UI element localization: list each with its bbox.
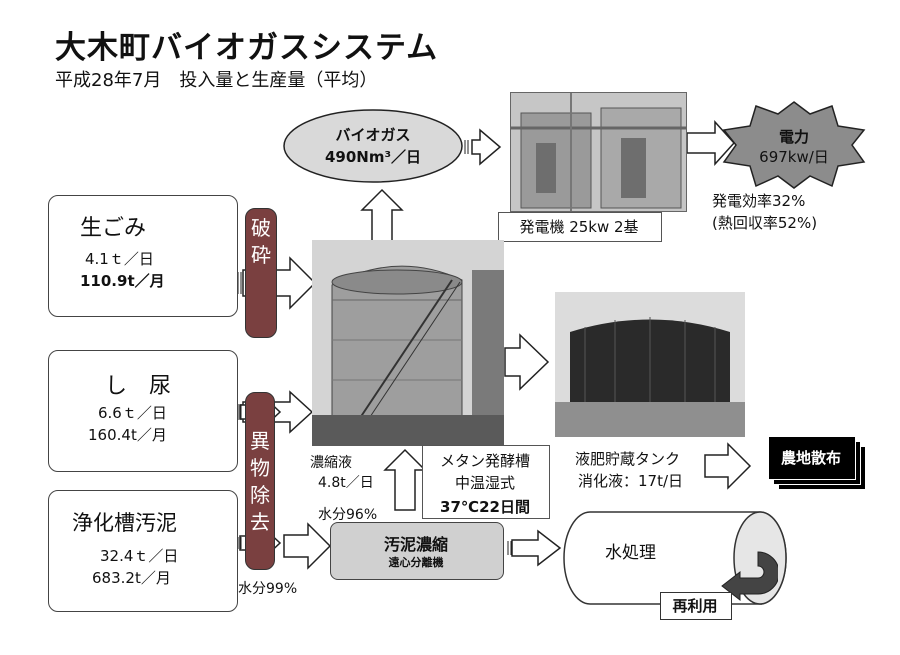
arrow-storage-to-farm [704, 442, 752, 490]
concentrate-label: 濃縮液 [310, 455, 352, 471]
water99-label: 水分99% [238, 581, 298, 597]
fermenter-line1: メタン発酵槽 [439, 452, 530, 470]
biogas-node [283, 109, 463, 183]
power-efficiency: 発電効率32% [712, 192, 806, 210]
input-box-septic-sludge [48, 490, 238, 612]
storage-tank-photo [555, 292, 745, 437]
storage-line1: 液肥貯蔵タンク [575, 450, 681, 468]
input-daily: 4.1ｔ／日 [85, 250, 154, 268]
sludge-box [330, 522, 504, 580]
arrow-removal-to-sludge [283, 522, 332, 570]
biogas-amount: 490Nm³／日 [324, 148, 422, 166]
fermenter-line2: 中温湿式 [454, 474, 515, 492]
input-box-food-waste [48, 195, 238, 317]
fermenter-label-box [422, 445, 550, 519]
arrow-generator-to-power [686, 120, 736, 166]
input-monthly: 110.9t／月 [80, 272, 165, 290]
generator-label: 発電機 25kw 2基 [519, 218, 639, 236]
crush-bar: 破 砕 [245, 208, 277, 338]
reuse-label: 再利用 [672, 597, 718, 615]
foreign-removal-bar: 異 物 除 去 [245, 392, 275, 570]
farm-box [768, 436, 856, 480]
page-title: 大木町バイオガスシステム [55, 30, 439, 66]
power-label: 電力 [778, 128, 809, 146]
input-daily: 6.6ｔ／日 [98, 404, 167, 422]
biogas-label: バイオガス [335, 126, 411, 144]
storage-line2: 消化液：17t/日 [578, 472, 684, 490]
power-node [722, 101, 866, 189]
input-box-night-soil [48, 350, 238, 472]
arrow-sludge-to-tank [383, 448, 427, 511]
water-treatment-label: 水処理 [605, 543, 656, 563]
input-name: し 尿 [105, 374, 172, 399]
page-subtitle: 平成28年7月 投入量と生産量（平均） [55, 70, 378, 91]
concentrate-water: 水分96% [318, 507, 378, 523]
arrow-sludge-to-water [511, 529, 562, 567]
input-daily: 32.4ｔ／日 [100, 547, 179, 565]
input-monthly: 160.4t／月 [88, 426, 167, 444]
sludge-sub: 遠心分離機 [388, 556, 444, 569]
concentrate-amount: 4.8t／日 [318, 475, 374, 491]
input-monthly: 683.2t／月 [92, 569, 171, 587]
power-heat-recovery: (熱回収率52%) [712, 214, 818, 232]
arrow-tank-to-storage [504, 333, 550, 391]
arrow-biogas-to-generator [471, 128, 502, 166]
reuse-box [660, 592, 732, 620]
farm-label: 農地散布 [780, 449, 841, 467]
input-name: 生ごみ [80, 216, 147, 241]
input-name: 浄化槽汚泥 [72, 511, 177, 535]
generator-photo [510, 92, 687, 212]
reuse-arrow-icon [721, 551, 778, 602]
power-amount: 697kw/日 [759, 148, 829, 166]
sludge-label: 汚泥濃縮 [383, 535, 448, 554]
generator-label-box [498, 212, 662, 242]
fermenter-tank-photo [312, 240, 504, 446]
fermenter-days: 37℃22日間 [440, 498, 530, 516]
arrow-tank-to-biogas [360, 188, 404, 246]
